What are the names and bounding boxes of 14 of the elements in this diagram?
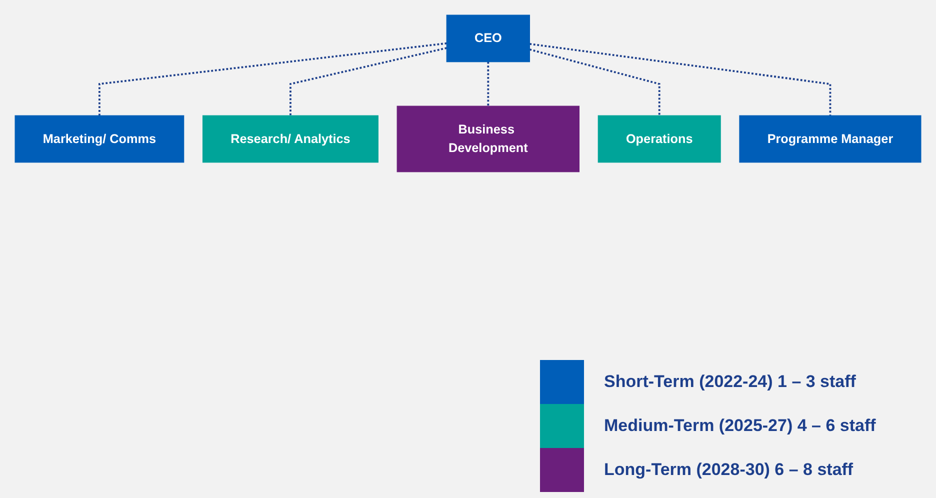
connector: [487, 62, 490, 106]
legend-label: Medium-Term (2025-27) 4 – 6 staff: [604, 416, 876, 436]
connector: [290, 47, 447, 116]
node-box: Operations: [598, 115, 721, 163]
legend-label: Short-Term (2022-24) 1 – 3 staff: [604, 372, 856, 392]
connector: [529, 48, 660, 116]
node-box: Programme Manager: [739, 115, 922, 163]
node-box: Business Development: [396, 106, 580, 172]
legend-label: Long-Term (2028-30) 6 – 8 staff: [604, 460, 854, 480]
node-box: CEO: [446, 14, 530, 62]
connector: [530, 43, 832, 116]
node-box: Marketing/ Comms: [14, 115, 184, 163]
connector: [98, 42, 447, 116]
node-box: Research/ Analytics: [202, 115, 378, 163]
